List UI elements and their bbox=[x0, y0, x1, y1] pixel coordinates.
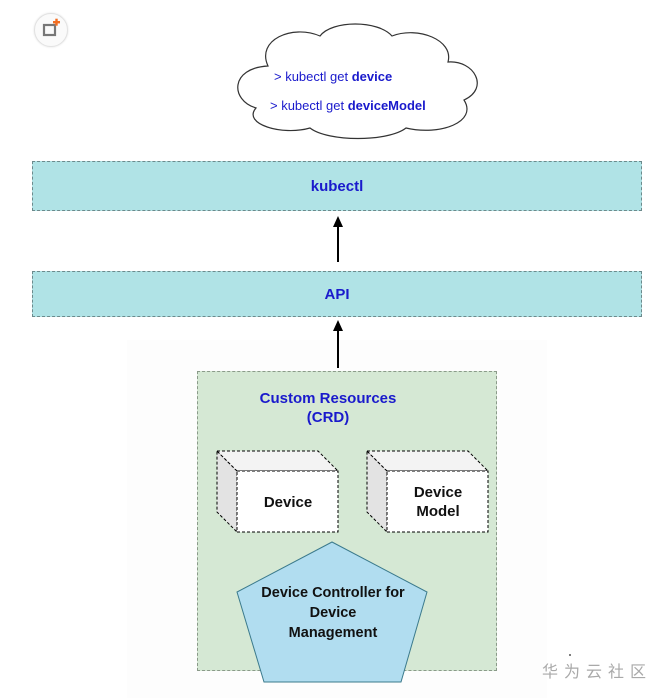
crd-title-line1: Custom Resources bbox=[259, 390, 397, 407]
device-cube: Device bbox=[216, 450, 340, 534]
kubectl-label: kubectl bbox=[310, 177, 364, 195]
device-model-label-line2: Model bbox=[416, 503, 459, 520]
arrow-up-icon bbox=[333, 216, 343, 262]
add-frame-icon bbox=[42, 18, 60, 37]
kubectl-layer: kubectl bbox=[32, 161, 642, 211]
api-layer: API bbox=[32, 271, 642, 317]
controller-label-line2: Device bbox=[310, 605, 357, 621]
device-label: Device bbox=[264, 494, 312, 511]
controller-label-line1: Device Controller for bbox=[261, 585, 405, 601]
device-model-label-line1: Device bbox=[414, 484, 462, 501]
device-controller-pentagon: Device Controller for Device Management bbox=[236, 541, 428, 683]
cloud-command-devicemodel: > kubectl get deviceModel bbox=[270, 98, 426, 113]
arrow-up-icon bbox=[333, 320, 343, 368]
device-model-cube: Device Model bbox=[366, 450, 490, 534]
crd-title-line2: (CRD) bbox=[306, 409, 350, 426]
controller-label-line3: Management bbox=[289, 625, 378, 641]
watermark: 华为云社区 bbox=[541, 664, 652, 681]
api-label: API bbox=[324, 285, 350, 303]
crd-title: Custom Resources (CRD) bbox=[198, 389, 458, 427]
cloud-shape: > kubectl get device > kubectl get devic… bbox=[237, 23, 478, 140]
logo-button[interactable] bbox=[34, 13, 68, 47]
dot-mark bbox=[569, 654, 571, 656]
cloud-command-device: > kubectl get device bbox=[274, 69, 392, 84]
